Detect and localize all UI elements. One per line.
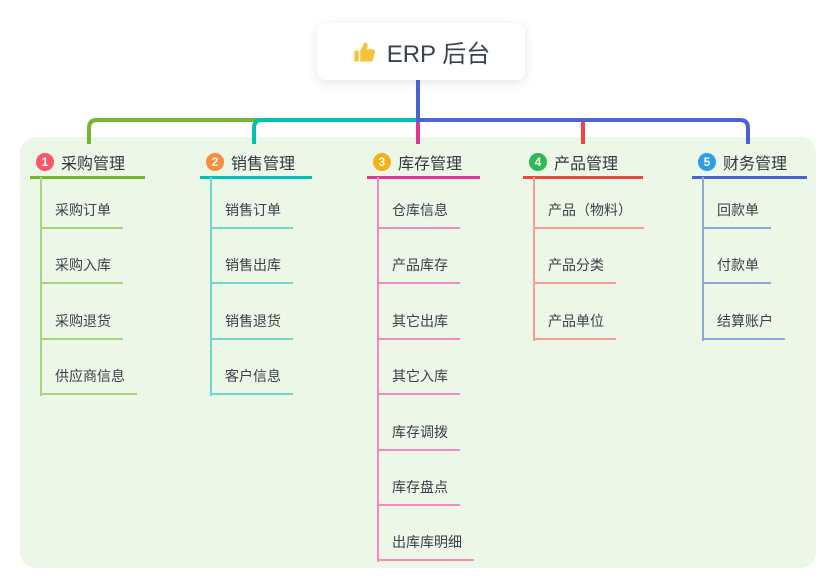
leaf-node[interactable]: 出库库明细 — [377, 532, 474, 561]
leaf-node[interactable]: 产品（物料） — [533, 200, 644, 229]
leaf-node[interactable]: 销售出库 — [210, 255, 293, 284]
leaf-node[interactable]: 仓库信息 — [377, 200, 460, 229]
branch-heading-sales[interactable]: 2 销售管理 — [200, 147, 312, 179]
leaf-node[interactable]: 客户信息 — [210, 366, 293, 395]
branch-label: 财务管理 — [723, 155, 788, 173]
branch-label: 库存管理 — [398, 155, 463, 173]
branch-number-badge: 2 — [206, 152, 224, 171]
connector-branch-sales — [252, 118, 418, 144]
branch-heading-inventory[interactable]: 3 库存管理 — [367, 147, 480, 179]
branch-label: 销售管理 — [231, 155, 296, 173]
leaf-node[interactable]: 付款单 — [702, 255, 771, 284]
leaf-node[interactable]: 其它出库 — [377, 311, 460, 340]
thumbs-up-icon — [354, 41, 375, 62]
leaf-node[interactable]: 产品分类 — [533, 255, 616, 284]
leaf-node[interactable]: 供应商信息 — [40, 366, 137, 395]
leaf-node[interactable]: 产品单位 — [533, 311, 616, 340]
branch-label: 产品管理 — [554, 155, 619, 173]
mindmap-background-panel — [20, 137, 816, 568]
leaf-node[interactable]: 产品库存 — [377, 255, 460, 284]
leaf-node[interactable]: 其它入库 — [377, 366, 460, 395]
branch-child-line-product — [533, 177, 535, 341]
branch-number-badge: 3 — [373, 152, 391, 171]
leaf-node[interactable]: 销售退货 — [210, 311, 293, 340]
leaf-node[interactable]: 采购订单 — [40, 200, 123, 229]
branch-child-line-purchase — [40, 177, 42, 396]
branch-number-badge: 5 — [698, 152, 716, 171]
branch-child-line-finance — [702, 177, 704, 341]
branch-number-badge: 4 — [529, 152, 547, 171]
branch-heading-product[interactable]: 4 产品管理 — [523, 147, 643, 179]
leaf-node[interactable]: 库存调拨 — [377, 422, 460, 451]
branch-child-line-inventory — [377, 177, 379, 562]
leaf-node[interactable]: 采购退货 — [40, 311, 123, 340]
leaf-node[interactable]: 采购入库 — [40, 255, 123, 284]
branch-number-badge: 1 — [36, 152, 54, 171]
branch-label: 采购管理 — [61, 155, 126, 173]
leaf-node[interactable]: 销售订单 — [210, 200, 293, 229]
root-title: ERP 后台 — [386, 41, 491, 68]
branch-heading-finance[interactable]: 5 财务管理 — [692, 147, 807, 179]
branch-child-line-sales — [210, 177, 212, 396]
leaf-node[interactable]: 回款单 — [702, 200, 771, 229]
branch-heading-purchase[interactable]: 1 采购管理 — [30, 147, 145, 179]
leaf-node[interactable]: 库存盘点 — [377, 477, 460, 506]
connector-branch-purchase — [87, 118, 418, 144]
connector-branch-finance — [418, 118, 750, 144]
leaf-node[interactable]: 结算账户 — [702, 311, 785, 340]
root-node[interactable]: ERP 后台 — [317, 23, 525, 80]
